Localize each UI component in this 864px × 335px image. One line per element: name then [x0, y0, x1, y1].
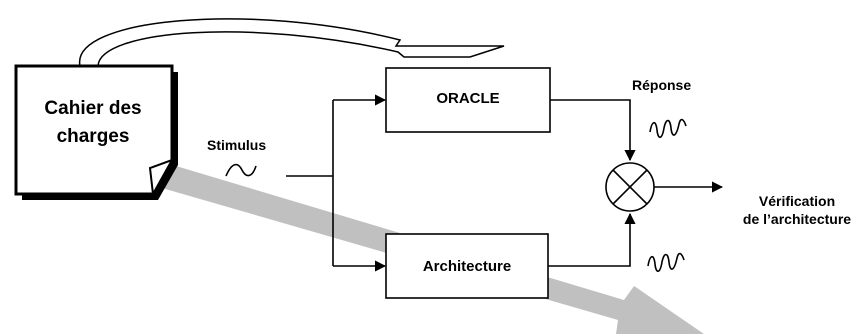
architecture-label: Architecture [422, 258, 512, 275]
stimulus-label: Stimulus [207, 137, 267, 153]
verification-line1: Vérification [758, 193, 836, 209]
architecture-output-line [548, 212, 636, 267]
cahier-des-charges-label: Cahier des charges [16, 95, 170, 151]
oracle-output-line [550, 99, 636, 162]
cahier-line1: Cahier des [44, 98, 142, 119]
cahier-fold [148, 158, 175, 198]
oracle-label: ORACLE [436, 90, 500, 107]
curved-hollow-arrow [79, 18, 505, 67]
squiggle-wave-icon [649, 118, 687, 139]
oracle-box [385, 67, 551, 133]
reponse-label: Réponse [632, 77, 692, 93]
squiggle-wave-icon [647, 252, 685, 273]
verification-label: Vérification de l’architecture [730, 192, 864, 228]
architecture-box [385, 233, 549, 299]
cahier-line2: charges [56, 126, 130, 147]
sine-wave-icon [225, 163, 257, 177]
circled-x-comparator-icon [605, 162, 655, 212]
verification-line2: de l’architecture [742, 211, 852, 227]
